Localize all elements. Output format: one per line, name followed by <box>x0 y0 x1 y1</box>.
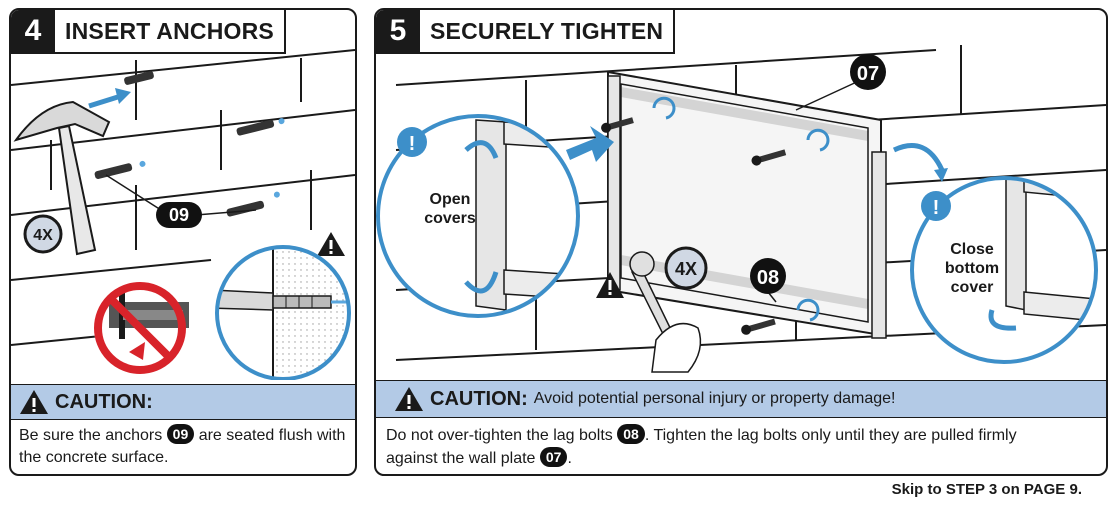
caution-text: Be sure the anchors 09 are seated flush … <box>19 424 347 469</box>
curved-arrow-icon <box>892 143 945 172</box>
curved-arrow-icon <box>988 309 1017 331</box>
warning-icon <box>20 390 48 414</box>
svg-text:!: ! <box>933 197 940 219</box>
leader-line <box>795 79 862 111</box>
curved-arrow-icon <box>464 271 499 294</box>
warning-icon <box>395 387 423 411</box>
lag-bolt <box>741 318 776 335</box>
arrow-head-icon <box>934 168 948 182</box>
leader-line <box>105 174 162 211</box>
svg-text:08: 08 <box>757 267 779 289</box>
anchor-2 <box>236 118 285 136</box>
arrow-head-icon <box>115 88 131 104</box>
rotate-arrow-icon <box>796 298 820 322</box>
part-label-07: 07 <box>850 54 886 90</box>
anchor-3 <box>94 160 146 179</box>
step-title: SECURELY TIGHTEN <box>430 17 664 44</box>
caution-text: Do not over-tighten the lag bolts 08. Ti… <box>386 424 1066 470</box>
hand-icon <box>651 322 702 373</box>
step-4-illustration: 4X 09 <box>11 49 355 380</box>
caution-bar: CAUTION: Avoid potential personal injury… <box>376 380 1106 418</box>
part-badge-07: 07 <box>539 447 568 467</box>
multiplier-badge: 4X <box>664 246 708 290</box>
caution-text-part: . Tighten the lag bolts only until they … <box>386 427 1017 467</box>
svg-text:4X: 4X <box>33 227 53 244</box>
part-badge-09: 09 <box>166 424 195 444</box>
step-5-panel: 07 08 4X <box>374 8 1108 476</box>
svg-text:!: ! <box>409 133 416 155</box>
step-4-panel: 4X 09 <box>9 8 357 476</box>
info-icon <box>921 191 951 221</box>
caution-bar: CAUTION: <box>11 384 355 420</box>
rotate-arrow-icon <box>806 128 830 152</box>
incorrect-installation-icon <box>94 282 189 374</box>
leader-line <box>195 209 257 216</box>
part-badge-08: 08 <box>617 424 645 444</box>
warning-icon <box>317 232 345 256</box>
part-label-08: 08 <box>750 258 786 294</box>
step-title: INSERT ANCHORS <box>65 17 274 44</box>
caution-label: CAUTION: <box>430 387 528 410</box>
lag-bolt <box>601 117 634 133</box>
step-4-header: 4 INSERT ANCHORS <box>11 10 286 54</box>
caution-label: CAUTION: <box>55 390 153 413</box>
lag-bolt <box>751 149 787 166</box>
step-5-illustration: 07 08 4X <box>376 45 1106 373</box>
caution-text-part: are seated flush with the concrete surfa… <box>19 427 346 466</box>
flush-anchor-detail <box>215 245 351 380</box>
anchor-4 <box>226 191 280 217</box>
warning-icon <box>596 272 624 298</box>
caution-text-part: Be sure the anchors <box>19 427 163 444</box>
step-number: 4 <box>11 10 55 52</box>
step-5-header: 5 SECURELY TIGHTEN <box>376 10 676 54</box>
hammer-icon <box>13 100 111 256</box>
svg-text:07: 07 <box>857 63 879 85</box>
anchor-1 <box>124 71 154 85</box>
close-bottom-cover-callout: Close bottom cover <box>944 241 1000 296</box>
caution-text-part: Do not over-tighten the lag bolts <box>386 427 613 444</box>
curved-arrow-icon <box>464 140 499 159</box>
open-covers-callout: Open covers <box>424 191 476 227</box>
multiplier-badge: 4X <box>23 214 63 254</box>
svg-text:4X: 4X <box>675 259 697 279</box>
part-label-09: 09 <box>156 202 202 228</box>
info-icon <box>397 127 427 157</box>
rotate-arrow-icon <box>652 96 676 120</box>
direction-arrow <box>88 93 122 109</box>
caution-text-part: . <box>567 450 572 467</box>
caution-message: Avoid potential personal injury or prope… <box>533 390 896 407</box>
arrow-icon <box>566 126 614 162</box>
svg-text:09: 09 <box>169 205 189 225</box>
step-number: 5 <box>376 10 420 52</box>
skip-instruction: Skip to STEP 3 on PAGE 9. <box>891 481 1082 498</box>
